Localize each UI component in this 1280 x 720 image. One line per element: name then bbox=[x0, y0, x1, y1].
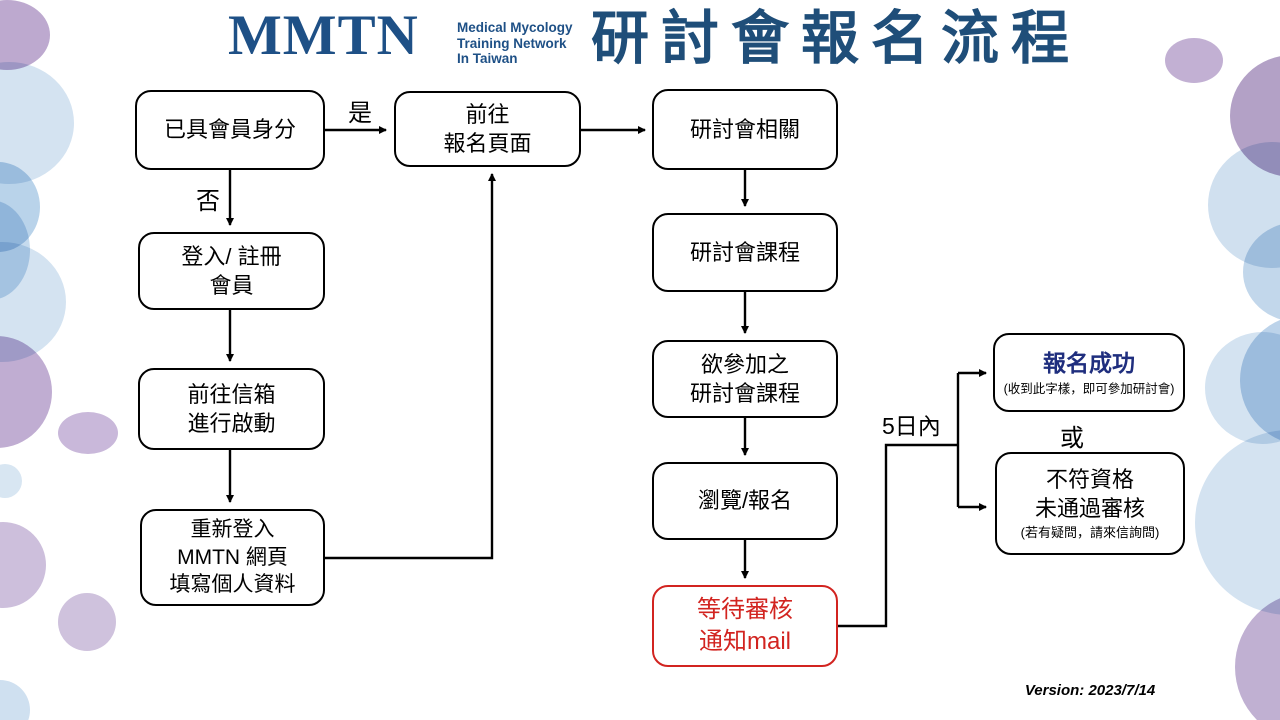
edge-label-or: 或 bbox=[1060, 425, 1084, 452]
node-label: 前往信箱 bbox=[187, 381, 276, 407]
node-label: 進行啟動 bbox=[187, 411, 276, 436]
node-registration-success: 報名成功 (收到此字樣，即可參加研討會) bbox=[993, 333, 1185, 412]
tagline-line: Medical Mycology bbox=[457, 20, 573, 35]
edge-label-within-5-days: 5日內 bbox=[882, 413, 941, 439]
node-member-check: 已具會員身分 bbox=[135, 90, 325, 170]
node-label: 研討會課程 bbox=[689, 239, 800, 265]
decorative-circle bbox=[1165, 38, 1223, 83]
decorative-circle bbox=[0, 464, 22, 498]
node-label: 不符資格 bbox=[1045, 467, 1134, 493]
node-browse-register: 瀏覽/報名 bbox=[652, 462, 838, 540]
node-desired-courses: 欲參加之 研討會課程 bbox=[652, 340, 838, 418]
node-label: 會員 bbox=[209, 273, 254, 298]
node-label: 等待審核 bbox=[697, 596, 793, 624]
node-activate-mailbox: 前往信箱 進行啟動 bbox=[138, 368, 325, 450]
node-label: 欲參加之 bbox=[700, 351, 789, 377]
mmtn-logo-tagline: Medical Mycology Training Network In Tai… bbox=[457, 20, 573, 67]
node-not-qualified: 不符資格 未通過審核 (若有疑問，請來信詢問) bbox=[995, 452, 1185, 555]
node-wait-review-mail: 等待審核 通知mail bbox=[652, 585, 838, 667]
node-label: 報名頁面 bbox=[443, 131, 532, 156]
node-label: 瀏覽/報名 bbox=[697, 488, 793, 514]
node-login-register: 登入/ 註冊 會員 bbox=[138, 232, 325, 310]
node-relogin-fill-profile: 重新登入 MMTN 網頁 填寫個人資料 bbox=[140, 509, 325, 606]
node-label: 通知mail bbox=[698, 628, 791, 655]
node-note: (收到此字樣，即可參加研討會) bbox=[1003, 381, 1175, 396]
node-label: 前往 bbox=[465, 101, 510, 127]
node-goto-registration-page: 前往 報名頁面 bbox=[394, 91, 581, 167]
node-label: 重新登入 bbox=[190, 517, 275, 541]
node-label: 研討會課程 bbox=[689, 381, 800, 406]
mmtn-logo: MMTN bbox=[228, 4, 419, 67]
tagline-line: In Taiwan bbox=[457, 51, 518, 66]
page-title: 研討會報名流程 bbox=[591, 6, 1082, 71]
node-label: 報名成功 bbox=[1043, 350, 1135, 377]
node-label: 填寫個人資料 bbox=[169, 573, 296, 597]
node-label: 登入/ 註冊 bbox=[181, 243, 282, 269]
node-label: 研討會相關 bbox=[689, 116, 800, 142]
version-text: Version: 2023/7/14 bbox=[1024, 682, 1156, 699]
node-label: 已具會員身分 bbox=[163, 117, 296, 143]
decorative-circle bbox=[58, 412, 118, 454]
node-seminar-courses: 研討會課程 bbox=[652, 213, 838, 292]
edge-label-no: 否 bbox=[196, 188, 220, 215]
node-note: (若有疑問，請來信詢問) bbox=[1020, 525, 1160, 541]
node-label: 未通過審核 bbox=[1034, 496, 1145, 522]
tagline-line: Training Network bbox=[457, 35, 567, 51]
decorative-circle bbox=[58, 593, 116, 651]
node-label: MMTN 網頁 bbox=[177, 545, 288, 569]
edge-label-yes: 是 bbox=[348, 100, 372, 127]
node-seminar-related: 研討會相關 bbox=[652, 89, 838, 170]
